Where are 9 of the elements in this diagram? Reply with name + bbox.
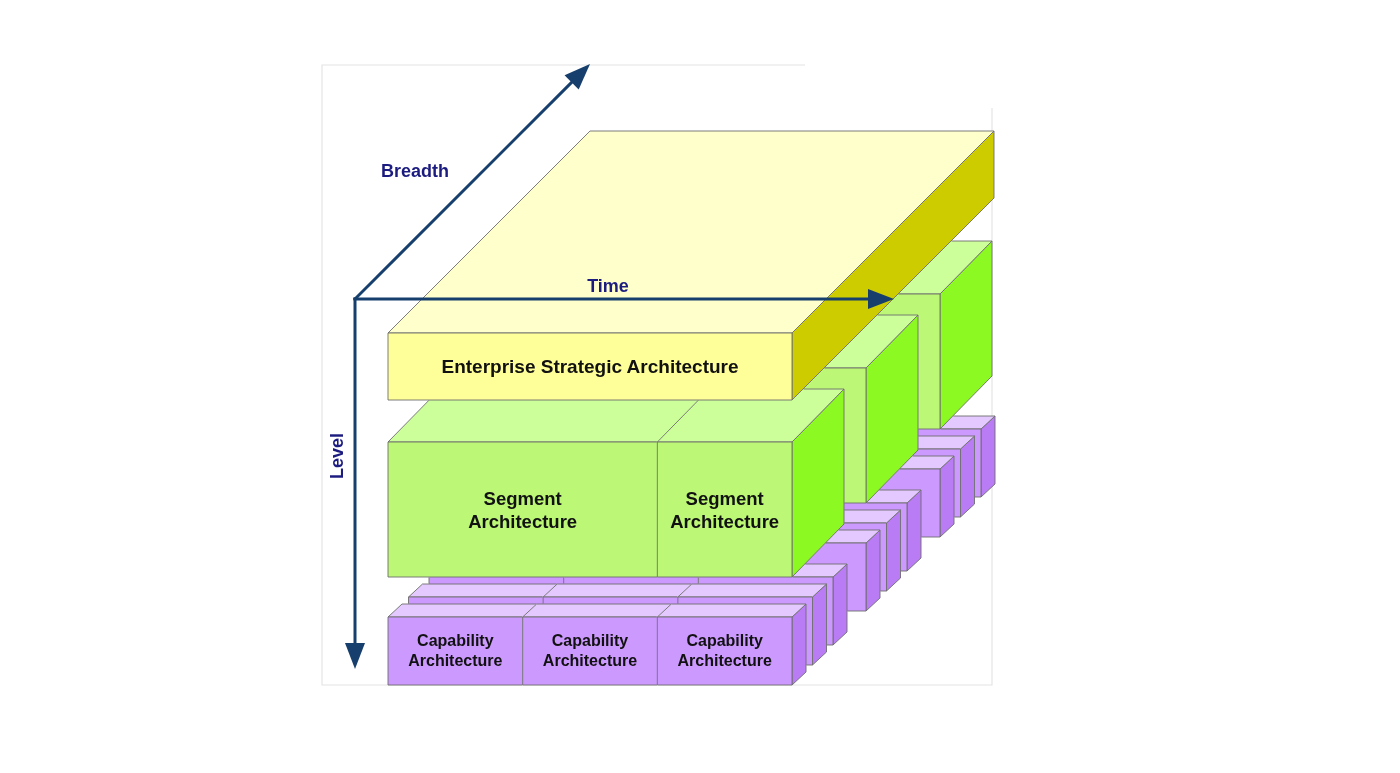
block-label: Capability Architecture <box>542 631 638 671</box>
block-label: Capability Architecture <box>677 631 772 671</box>
axis-label: Time <box>587 276 629 296</box>
block-label: Enterprise Strategic Architecture <box>441 355 739 378</box>
block-label: Capability Architecture <box>408 631 503 671</box>
block-label: Segment Architecture <box>670 486 780 533</box>
block-label: Segment Architecture <box>468 486 578 533</box>
axis-label: Level <box>327 433 347 479</box>
axis-label: Breadth <box>381 161 449 181</box>
